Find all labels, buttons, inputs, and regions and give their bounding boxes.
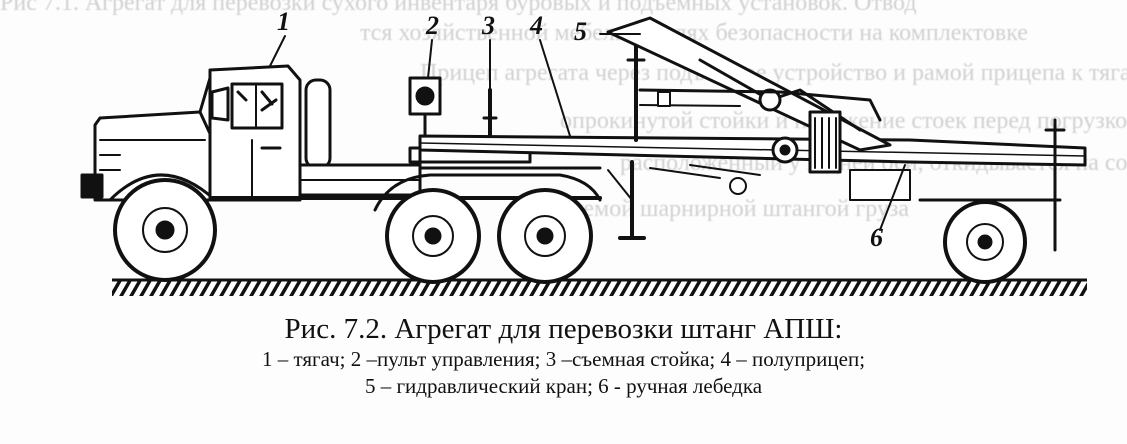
semi-trailer [418, 118, 1087, 252]
removable-rack [482, 88, 498, 137]
callout-6: 6 [870, 223, 883, 252]
tractor [80, 64, 602, 212]
callout-1: 1 [277, 7, 290, 36]
callout-5: 5 [574, 17, 587, 46]
control-panel [408, 76, 442, 150]
trailer-wheel [943, 200, 1027, 284]
ground-hatch [112, 278, 1087, 296]
tractor-rear-wheel-2 [497, 188, 593, 284]
caption-legend-line: 5 – гидравлический кран; 6 - ручная лебе… [364, 374, 763, 398]
hydraulic-crane [606, 16, 892, 152]
tractor-rear-wheel-1 [385, 188, 481, 284]
callout-3: 3 [481, 11, 495, 40]
caption-legend-line: 1 – тягач; 2 –пульт управления; 3 –съемн… [261, 347, 866, 371]
callout-2: 2 [425, 11, 439, 40]
manual-winch [771, 110, 842, 174]
background-text-line: Рис 7.1. Агрегат для перевозки сухого ин… [0, 0, 917, 16]
tractor-front-wheel [113, 178, 217, 282]
callout-4: 4 [529, 11, 543, 40]
callout-leaders [269, 33, 906, 231]
figure-caption: Рис. 7.2. Агрегат для перевозки штанг АП… [0, 312, 1127, 400]
truck-trailer-drawing: 1 2 3 4 5 6 [80, 7, 1087, 296]
caption-title: Рис. 7.2. Агрегат для перевозки штанг АП… [284, 313, 843, 345]
